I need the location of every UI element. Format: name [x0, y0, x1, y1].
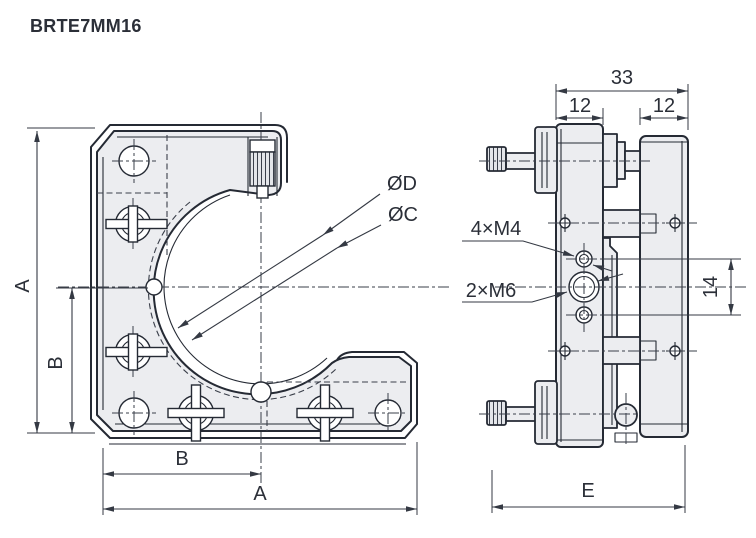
bore-hidden-arc: [147, 201, 338, 401]
dim-width-A-label: A: [253, 483, 267, 505]
side-center-tab: [602, 237, 618, 429]
dim-depth-E-label: E: [581, 480, 594, 502]
adjustment-screw-top: [479, 126, 650, 194]
screw-left-upper: [105, 198, 168, 250]
adjustment-screw-bottom: [479, 380, 640, 446]
dim-right-plate-12: 12: [639, 95, 688, 125]
dim-left-plate-12-label: 12: [569, 95, 591, 117]
dim-overall-33-label: 33: [611, 67, 633, 89]
drawing-title: BRTE7MM16: [30, 16, 142, 36]
dim-half-width-B: B: [102, 448, 261, 515]
front-plate-body: [96, 130, 412, 432]
dim-half-width-B-label: B: [175, 448, 188, 470]
dim-hole-pitch-14: 14: [602, 258, 741, 316]
rear-plate-outline: [90, 124, 418, 439]
bore-pin-bottom: [250, 381, 272, 403]
dim-height-A-label: A: [12, 279, 34, 293]
bore-diameter-callouts: ØD ØC: [177, 173, 418, 341]
callout-m6: 2×M6: [462, 273, 624, 303]
bore-pin-left: [145, 278, 163, 296]
corner-hole-bottom-right: [368, 393, 408, 433]
clamp-screw: [247, 137, 278, 199]
dim-hole-pitch-14-label: 14: [700, 276, 722, 298]
dim-depth-E: E: [491, 445, 686, 513]
front-view: A B B A ØD ØC: [12, 112, 452, 515]
dim-left-plate-12: 12: [556, 95, 604, 125]
bore-chamfer-arc: [163, 194, 328, 385]
corner-hole-top-left: [112, 139, 156, 183]
dim-width-A: A: [103, 442, 418, 515]
callout-m6-label: 2×M6: [466, 280, 517, 302]
side-view: 33 12 12 14 E 4×M4: [462, 67, 748, 513]
screw-bottom-left: [167, 384, 225, 442]
screw-left-lower: [105, 326, 168, 378]
dim-half-height-B: B: [45, 287, 148, 433]
screw-bottom-right: [296, 384, 354, 442]
bore-dia-label: ØC: [388, 204, 418, 226]
dim-right-plate-12-label: 12: [653, 95, 675, 117]
callout-m4: 4×M4: [462, 218, 613, 272]
dim-overall-33: 33: [555, 67, 689, 130]
callout-m4-label: 4×M4: [471, 218, 522, 240]
bore-hidden-dia-label: ØD: [387, 173, 417, 195]
dim-height-A: A: [12, 127, 95, 434]
dim-half-height-B-label: B: [45, 356, 67, 369]
corner-hole-bottom-left: [112, 391, 156, 435]
